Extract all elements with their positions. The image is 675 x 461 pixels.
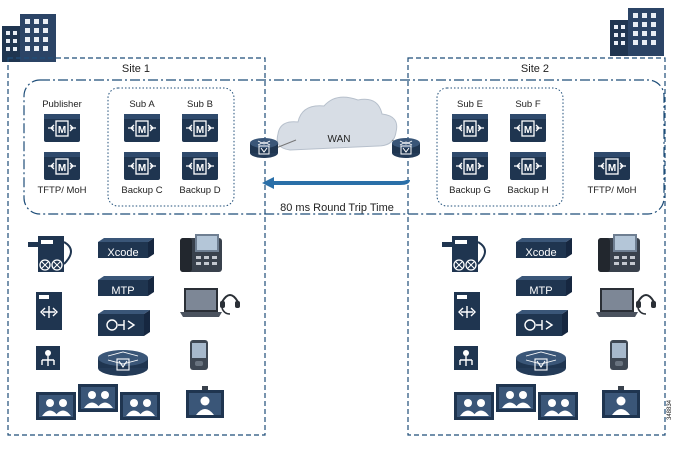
site2-voicemail-server-icon bbox=[441, 235, 486, 273]
site2-boundary bbox=[407, 57, 666, 436]
sub-b-label: Sub B bbox=[187, 99, 213, 110]
site1-mobile-icon bbox=[190, 340, 208, 370]
site1-directory-icon bbox=[35, 345, 61, 371]
site1-headset-icon bbox=[219, 294, 241, 315]
site2-conference-bridge-icon bbox=[515, 309, 569, 337]
site1-ip-phone-icon bbox=[180, 234, 222, 272]
rtt-label: 80 ms Round Trip Time bbox=[280, 202, 394, 214]
site1-gateway-router-icon bbox=[97, 349, 149, 377]
site1-building-icon bbox=[2, 14, 56, 62]
backup-h-server-icon bbox=[509, 151, 547, 181]
site1-wan-router-icon bbox=[249, 137, 279, 159]
rtt-arrow bbox=[262, 177, 410, 189]
site2-telepresence-left-icon bbox=[454, 392, 494, 420]
site2-telepresence-center-icon bbox=[496, 384, 536, 412]
cluster-boundary bbox=[23, 79, 665, 215]
site2-label: Site 2 bbox=[521, 63, 549, 75]
site1-mtp-label: MTP bbox=[111, 285, 134, 297]
site2-voice-gateway-icon bbox=[453, 291, 481, 331]
wan-cloud-icon bbox=[276, 96, 398, 151]
site1-voice-gateway-icon bbox=[35, 291, 63, 331]
site2-mtp-label: MTP bbox=[529, 285, 552, 297]
backup-h-label: Backup H bbox=[507, 185, 548, 196]
site1-xcode-label: Xcode bbox=[107, 247, 138, 259]
site1-telepresence-left-icon bbox=[36, 392, 76, 420]
sub-e-label: Sub E bbox=[457, 99, 483, 110]
site2-directory-icon bbox=[453, 345, 479, 371]
site1-boundary bbox=[7, 57, 266, 436]
sub-b-server-icon bbox=[181, 113, 219, 143]
publisher-label: Publisher bbox=[42, 99, 82, 110]
backup-g-label: Backup G bbox=[449, 185, 491, 196]
sub-a-server-icon bbox=[123, 113, 161, 143]
site1-tftp-label: TFTP/ MoH bbox=[37, 185, 86, 196]
site2-telepresence-right-icon bbox=[538, 392, 578, 420]
backup-d-label: Backup D bbox=[179, 185, 220, 196]
site1-conference-bridge-icon bbox=[97, 309, 151, 337]
site2-laptop-icon bbox=[596, 288, 638, 317]
site1-label: Site 1 bbox=[122, 63, 150, 75]
site2-headset-icon bbox=[635, 294, 657, 315]
sub-f-label: Sub F bbox=[515, 99, 541, 110]
site1-laptop-icon bbox=[180, 288, 222, 317]
site1-telepresence-right-icon bbox=[120, 392, 160, 420]
backup-c-label: Backup C bbox=[121, 185, 162, 196]
site2-mobile-icon bbox=[610, 340, 628, 370]
site1-subscriber-group bbox=[107, 87, 235, 207]
site1-tftp-server-icon bbox=[43, 151, 81, 181]
wan-label: WAN bbox=[328, 134, 351, 145]
wan-link-left bbox=[275, 139, 297, 149]
backup-g-server-icon bbox=[451, 151, 489, 181]
site1-telepresence-center-icon bbox=[78, 384, 118, 412]
site2-subscriber-group bbox=[436, 87, 564, 207]
sub-f-server-icon bbox=[509, 113, 547, 143]
site2-tftp-server-icon bbox=[593, 151, 631, 181]
backup-c-server-icon bbox=[123, 151, 161, 181]
site2-video-endpoint-icon bbox=[602, 386, 640, 418]
backup-d-server-icon bbox=[181, 151, 219, 181]
site2-wan-router-icon bbox=[391, 137, 421, 159]
sub-e-server-icon bbox=[451, 113, 489, 143]
publisher-server-icon bbox=[43, 113, 81, 143]
site2-tftp-label: TFTP/ MoH bbox=[587, 185, 636, 196]
site2-gateway-router-icon bbox=[515, 349, 567, 377]
site2-xcode-label: Xcode bbox=[525, 247, 556, 259]
site2-ip-phone-icon bbox=[598, 234, 640, 272]
site1-video-endpoint-icon bbox=[186, 386, 224, 418]
sub-a-label: Sub A bbox=[129, 99, 155, 110]
site1-voicemail-server-icon bbox=[27, 235, 72, 273]
figure-id: 348834 bbox=[667, 399, 673, 420]
site2-building-icon bbox=[610, 8, 664, 56]
